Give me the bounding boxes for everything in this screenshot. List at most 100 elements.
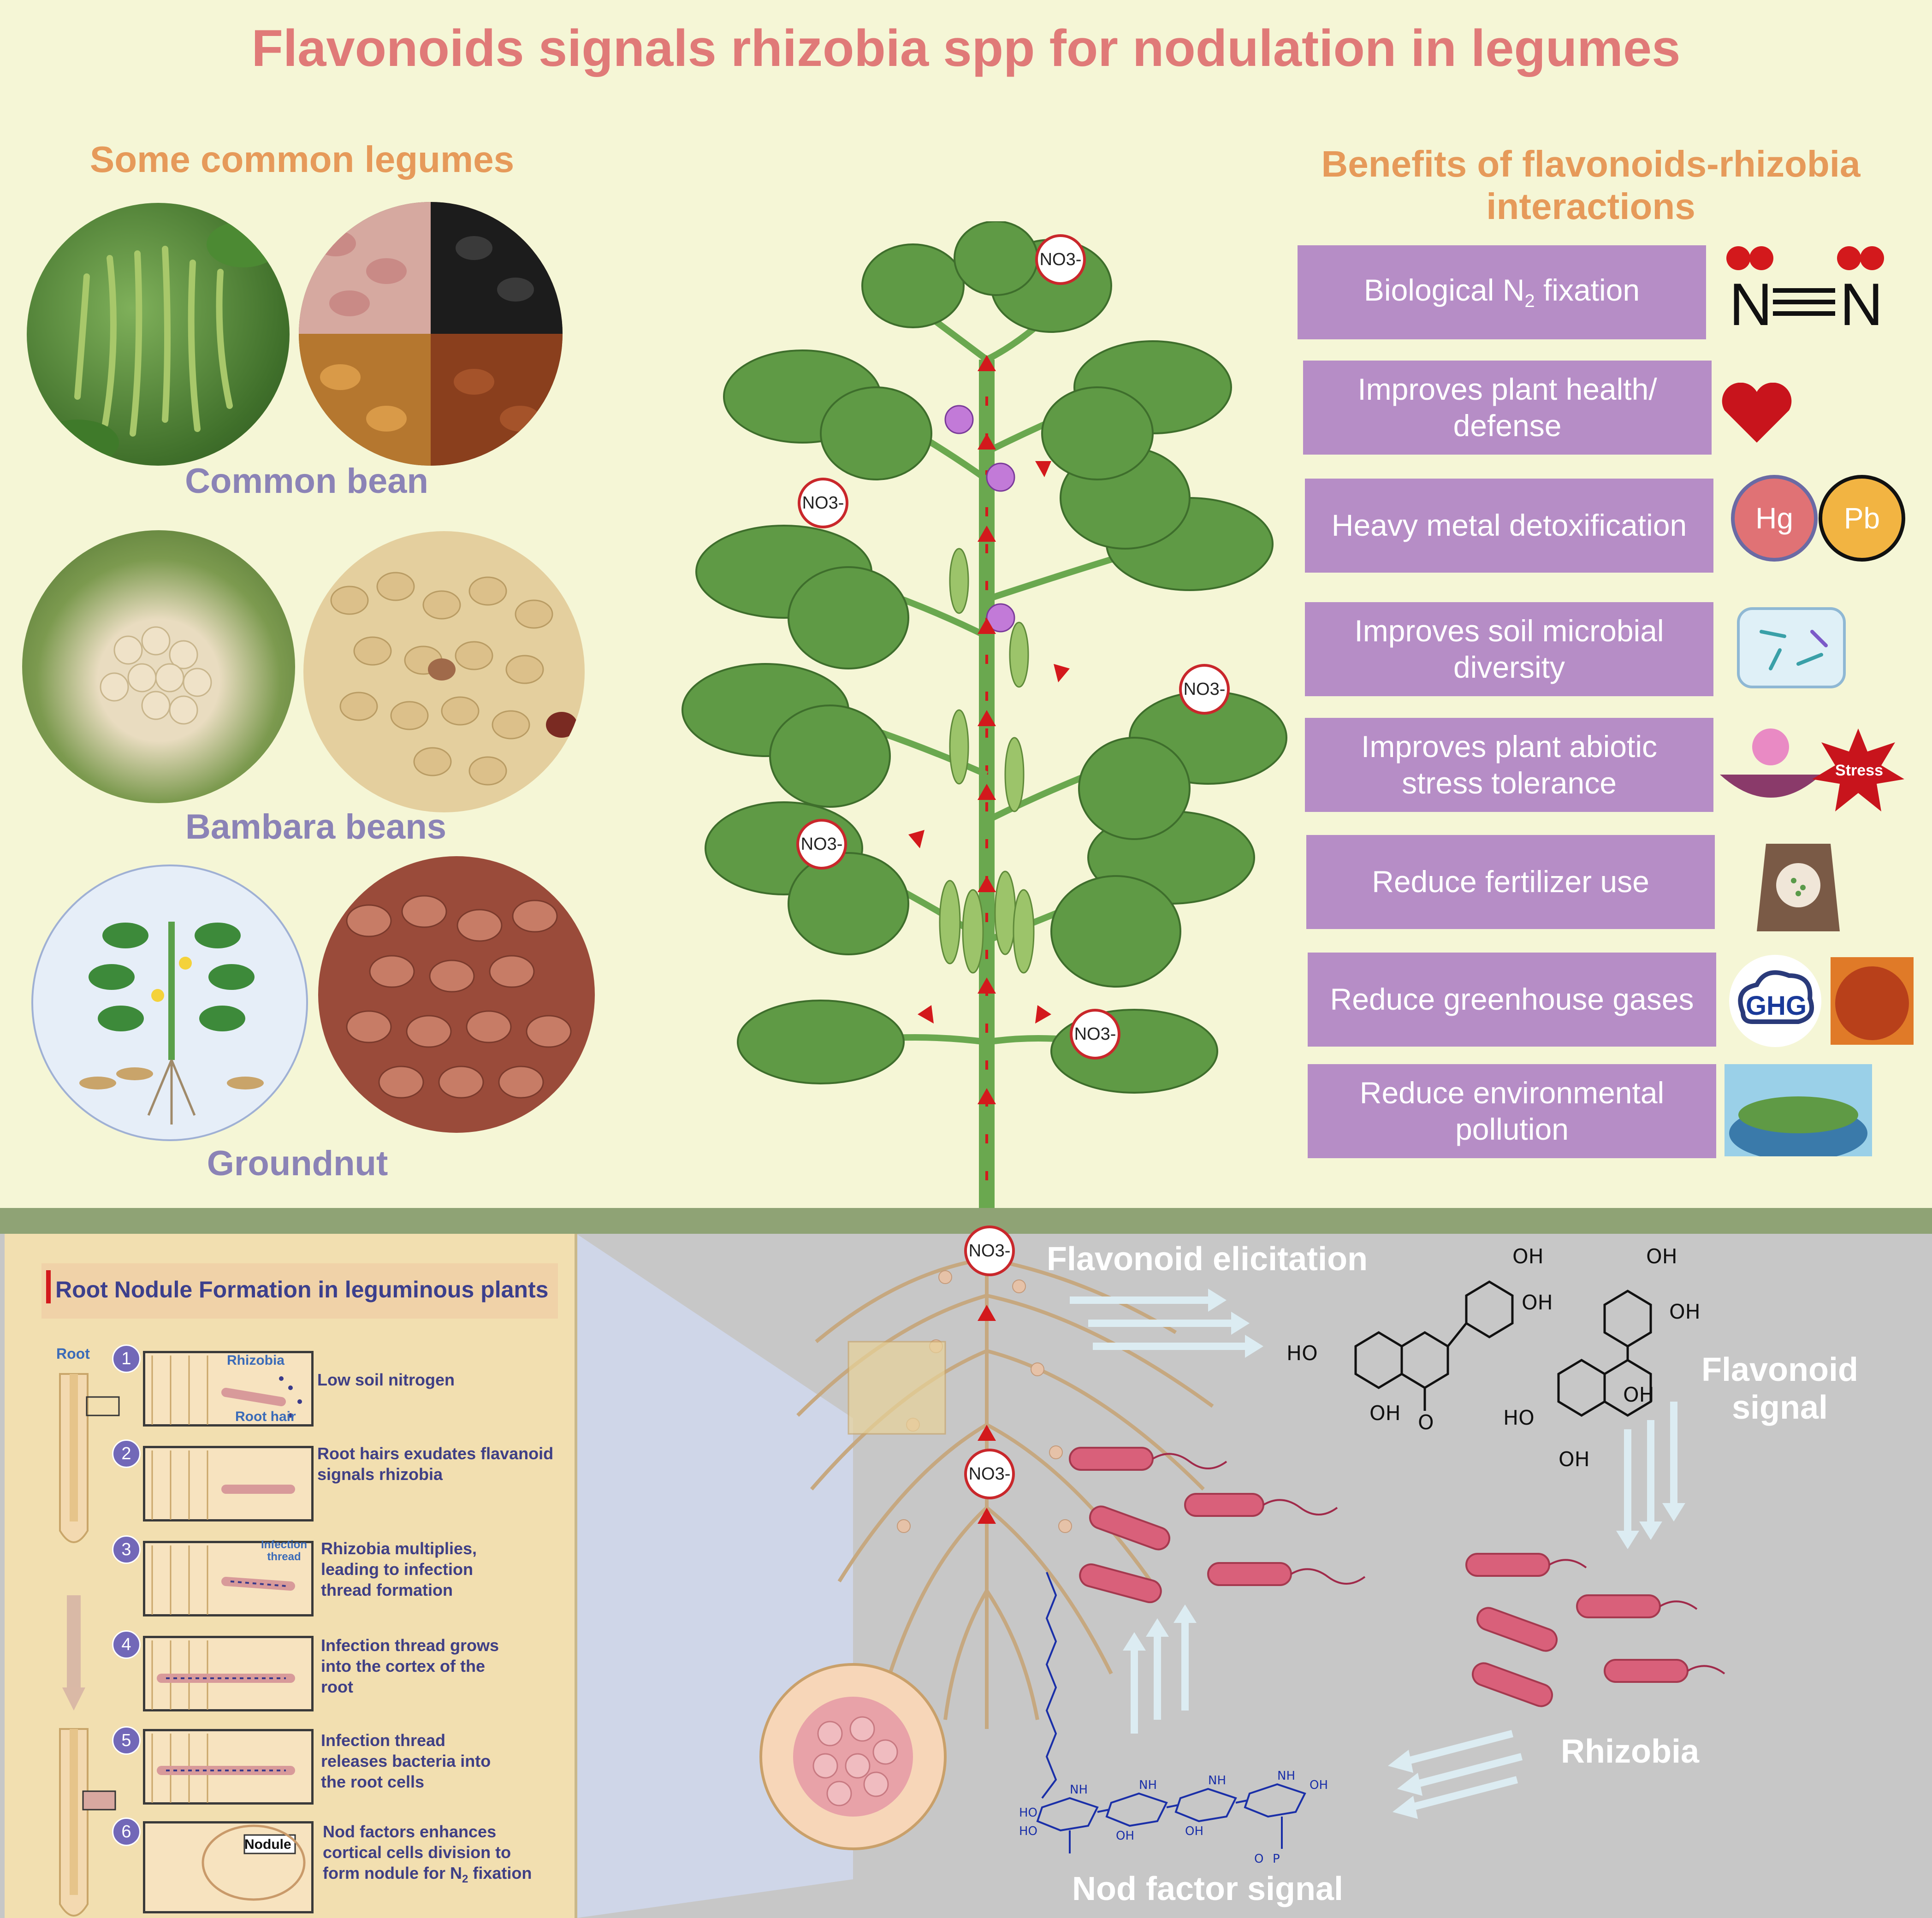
root-label: Root (56, 1345, 90, 1362)
step-text-line: Nod factors enhances (323, 1822, 497, 1841)
flavonoid-ho-label: HO (1286, 1342, 1318, 1365)
step-2-text: Root hairs exudates flavanoid signals rh… (317, 1443, 557, 1485)
nod-oh-label: OH (1116, 1829, 1134, 1843)
benefit-line1: Improves plant abiotic (1361, 729, 1657, 764)
flavonoid-oh-label: OH (1623, 1383, 1654, 1407)
flavonoid-signal-label: Flavonoid signal (1697, 1351, 1863, 1427)
flavonoid-signal-line1: Flavonoid (1701, 1351, 1858, 1388)
plant-pods (939, 548, 1035, 974)
roots (796, 1231, 1214, 1729)
step-3-text: Rhizobia multiplies, leading to infectio… (321, 1538, 561, 1600)
pb-label: Pb (1844, 502, 1880, 535)
root-nitrate-arrows (978, 1305, 996, 1524)
plant-flowers (944, 405, 1015, 633)
benefits-heading-line2: interactions (1486, 186, 1695, 227)
common-bean-plant-photo (27, 203, 290, 466)
step-text-line: signals rhizobia (317, 1465, 443, 1484)
step-number: 6 (112, 1817, 141, 1846)
legume-label-common-bean: Common bean (185, 462, 428, 501)
ghg-label: GHG (1746, 991, 1807, 1021)
step-number: 4 (112, 1630, 141, 1659)
heart-icon (1722, 383, 1792, 443)
no3-badge: NO3- (964, 1225, 1015, 1276)
flavonoid-oh-label: OH (1512, 1245, 1544, 1268)
step-text-subscript: 2 (462, 1873, 468, 1886)
infection-thread-label: Infection thread (261, 1539, 307, 1563)
legume-label-bambara: Bambara beans (185, 807, 447, 847)
nod-nh-label: NH (1208, 1774, 1226, 1788)
legume-plant-illustration (682, 221, 1287, 1217)
step-text-line: fixation (468, 1864, 532, 1882)
step-1-text: Low soil nitrogen (317, 1369, 557, 1390)
n2-right-n: N (1840, 271, 1883, 337)
step-text-line: cortical cells division to (323, 1843, 511, 1862)
nod-factor-structure: NH NH NH NH HO HO OH OH OH P O (1019, 1572, 1328, 1866)
page-title: Flavonoids signals rhizobia spp for nodu… (251, 19, 1681, 77)
infection-thread-label-line1: Infection (261, 1539, 307, 1551)
flavonoid-signal-line2: signal (1731, 1389, 1828, 1426)
step-5-text: Infection thread releases bacteria into … (321, 1730, 561, 1792)
step-text-line: the root cells (321, 1772, 425, 1791)
infection-thread-label-line2: thread (267, 1551, 301, 1563)
hg-label: Hg (1755, 502, 1793, 535)
groundnut-seeds-photo (318, 856, 595, 1133)
benefit-line1: Improves soil microbial (1354, 613, 1664, 648)
nod-nh-label: NH (1277, 1769, 1295, 1783)
step-text-line: Infection thread grows (321, 1636, 499, 1655)
benefit-line1: Improves plant health/ (1357, 372, 1657, 406)
nod-p-label: P (1273, 1852, 1280, 1866)
nodule-panel-header (41, 1263, 558, 1319)
flavonoid-oh-label: OH (1522, 1291, 1553, 1314)
benefit-plant-health: Improves plant health/defense (1303, 361, 1712, 455)
step-number: 5 (112, 1726, 141, 1755)
nod-factor-up-arrows (1123, 1604, 1197, 1734)
benefit-heavy-metal: Heavy metal detoxification (1305, 479, 1713, 573)
step-6-text: Nod factors enhances cortical cells divi… (323, 1821, 563, 1886)
benefit-line1: Reduce fertilizer use (1372, 864, 1649, 899)
groundnut-seeds-illustration (346, 895, 572, 1099)
nod-o-label: O (1254, 1852, 1263, 1866)
step-text-line: thread formation (321, 1581, 453, 1599)
no3-badge: NO3- (796, 819, 847, 870)
fertilizer-bag-icon (1757, 844, 1840, 931)
flavonoid-oh-label: OH (1646, 1245, 1677, 1268)
nod-oh-label: OH (1185, 1824, 1203, 1838)
rhizobia-to-nod-arrows (1388, 1730, 1523, 1819)
no3-badge: NO3- (1179, 664, 1230, 715)
elicitation-arrows (1070, 1289, 1263, 1358)
nodule-panel-heading: Root Nodule Formation in leguminous plan… (55, 1277, 549, 1302)
root-system-illustration (796, 1231, 1214, 1729)
bambara-seeds-illustration (330, 572, 577, 786)
benefit-text-post: fixation (1535, 273, 1640, 308)
benefit-line1: Heavy metal detoxification (1331, 508, 1687, 543)
stress-label: Stress (1835, 762, 1883, 779)
step-number: 2 (112, 1439, 141, 1468)
step-4-text: Infection thread grows into the cortex o… (321, 1635, 561, 1697)
nod-factor-signal-label: Nod factor signal (1072, 1871, 1344, 1907)
step-text-line: form nodule for N (323, 1864, 462, 1882)
microbe-dish-icon (1737, 607, 1846, 688)
step-text-line: releases bacteria into (321, 1752, 491, 1770)
plant-leaves (682, 221, 1287, 1094)
nod-ho-label: HO (1019, 1824, 1037, 1838)
nod-nh-label: NH (1139, 1778, 1157, 1792)
benefit-line1: Reduce environmental (1359, 1075, 1665, 1110)
legumes-heading: Some common legumes (89, 139, 515, 180)
signal-arrows (1070, 1289, 1685, 1819)
bambara-pods-illustration (100, 626, 212, 725)
bambara-plant-photo (22, 530, 295, 803)
benefit-subscript: 2 (1524, 291, 1535, 312)
no3-badge: NO3- (1070, 1009, 1120, 1060)
flavonoid-structures: HO OH O OH OH OH OH HO OH OH (1286, 1245, 1701, 1471)
rhizobia-small-label: Rhizobia (227, 1353, 284, 1368)
panel-accent-bar (46, 1270, 51, 1303)
step-text-line: into the cortex of the (321, 1657, 486, 1675)
step-text-line: Rhizobia multiplies, (321, 1539, 477, 1558)
step-text-line: root (321, 1677, 353, 1696)
no3-badge: NO3- (1035, 234, 1086, 285)
benefit-line2: pollution (1455, 1112, 1569, 1146)
nod-nh-label: NH (1070, 1783, 1088, 1797)
benefit-n2-fixation: Biological N2 fixation (1298, 245, 1706, 339)
